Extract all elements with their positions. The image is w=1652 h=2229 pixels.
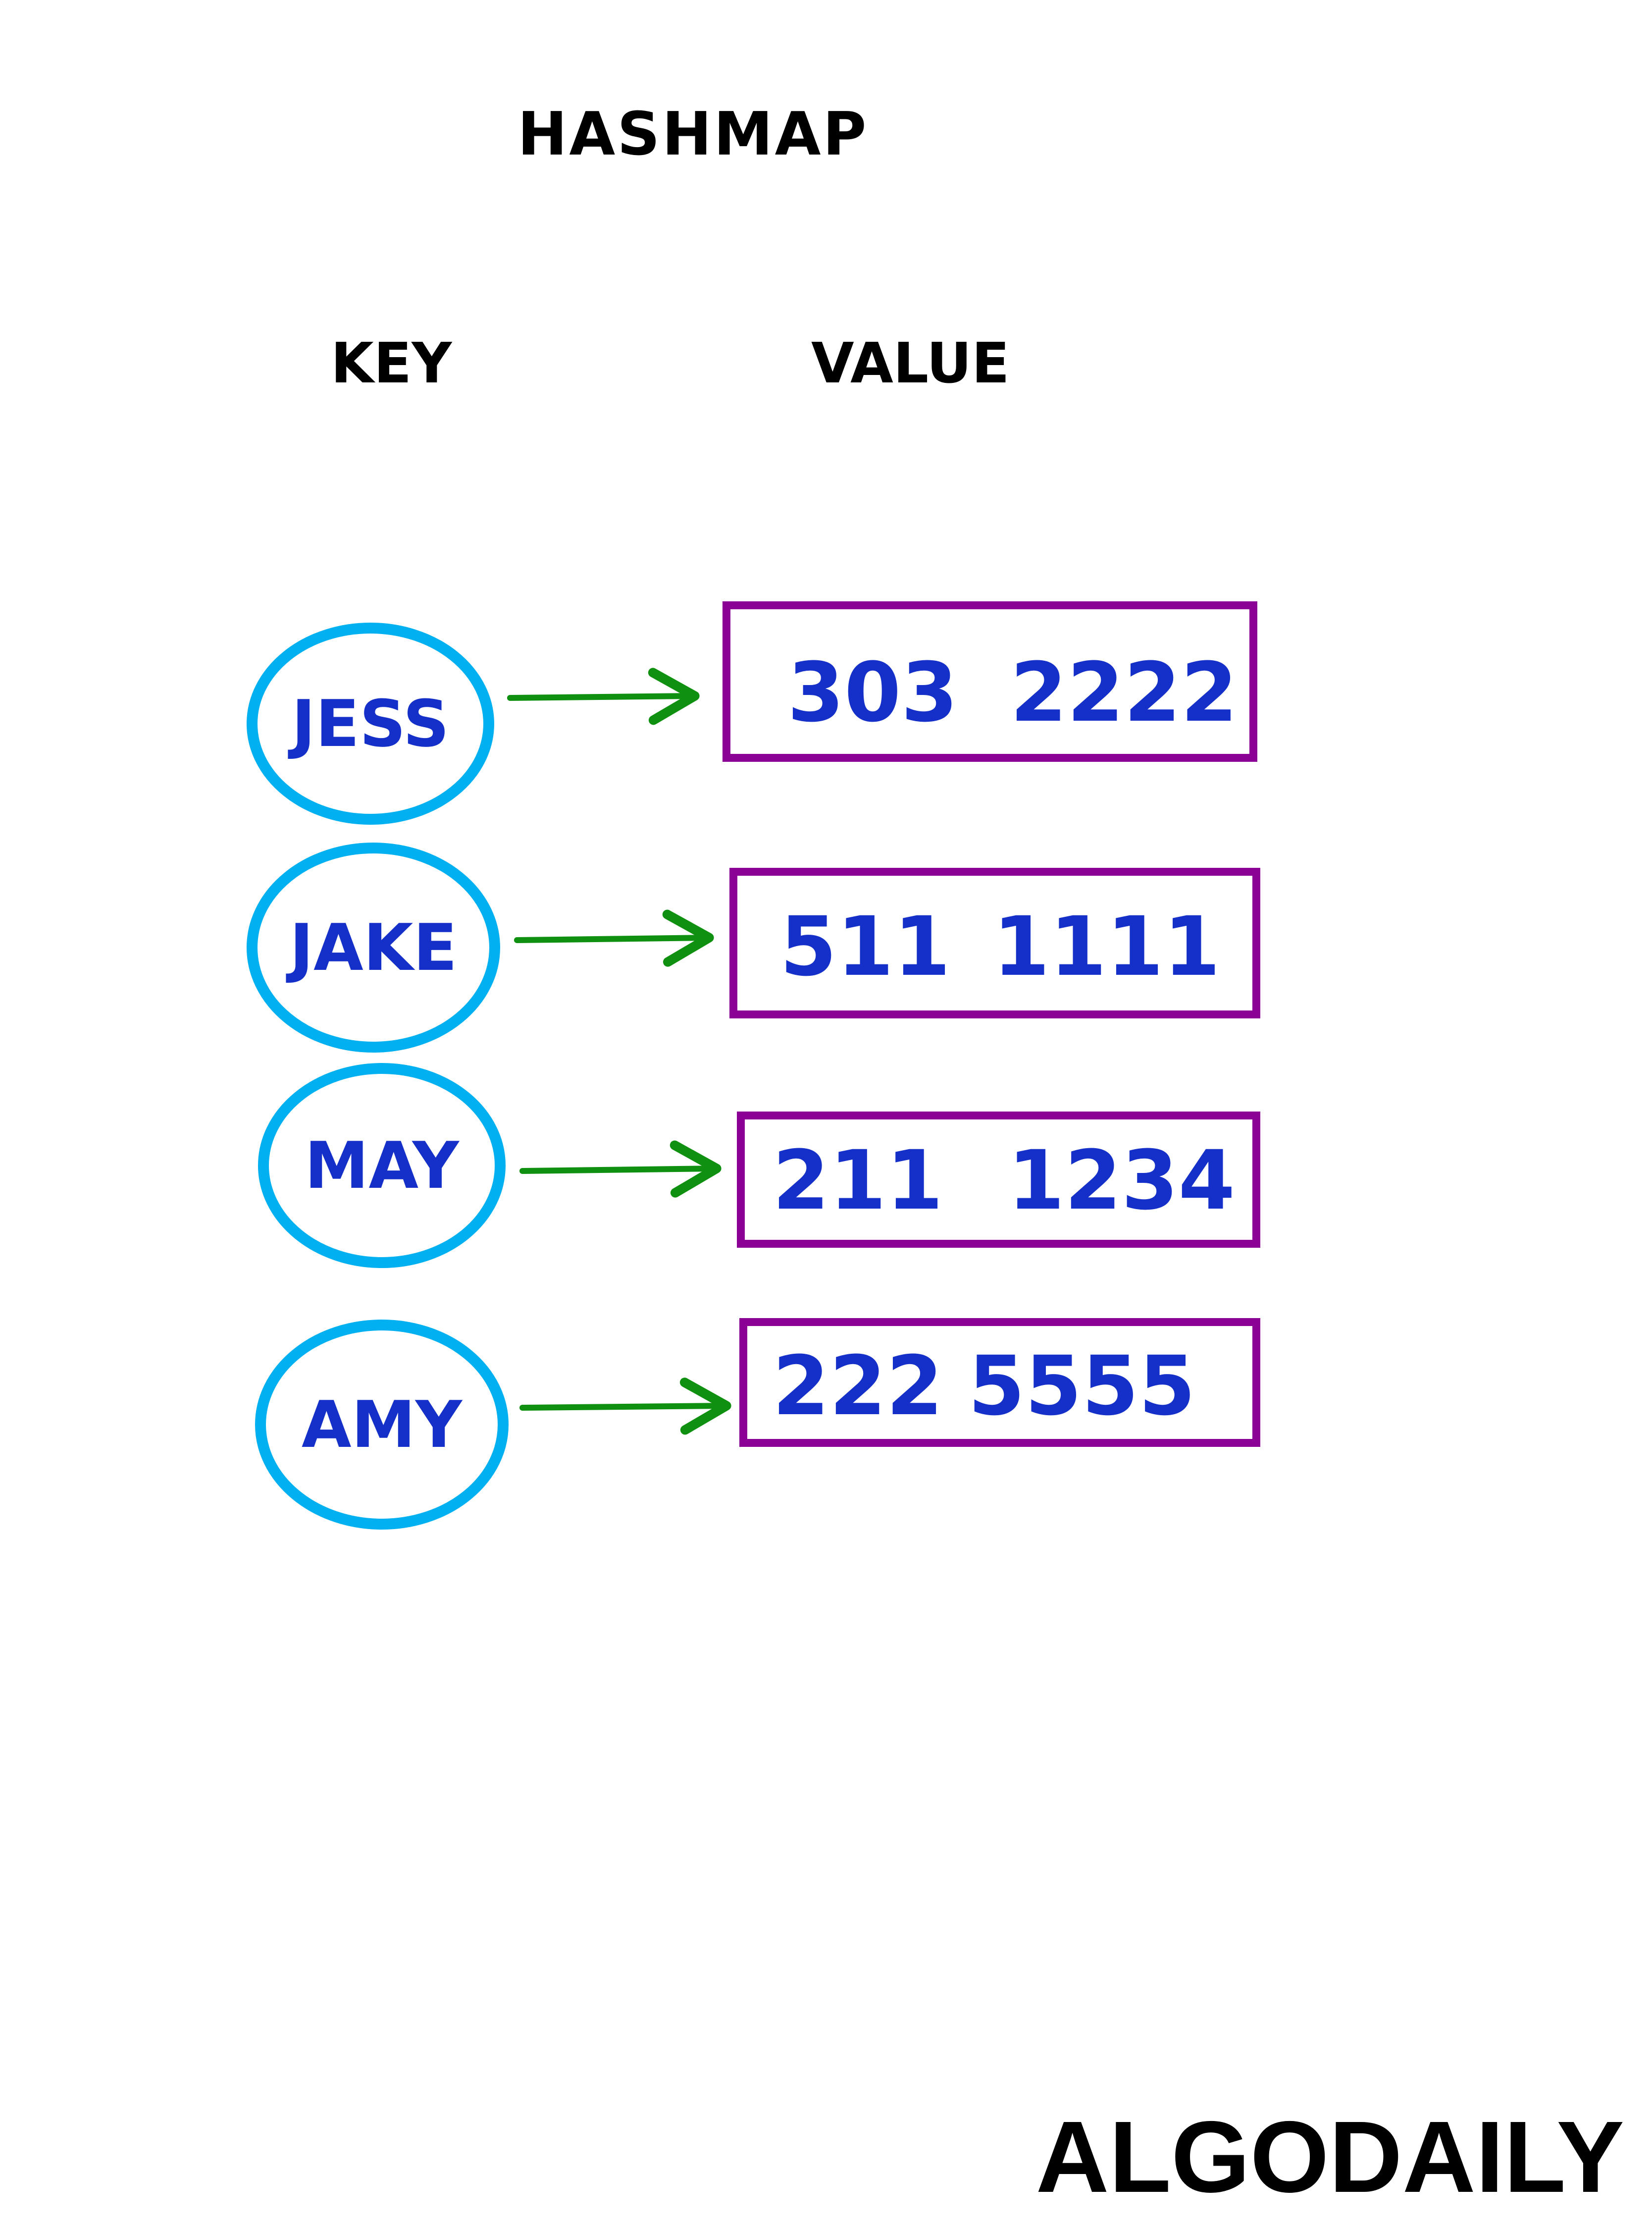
algodaily-logo: ALGODAILY (1036, 2100, 1624, 2214)
arrow-icon (519, 1378, 731, 1435)
value-number: 303 (787, 645, 958, 740)
arrow-icon (514, 909, 714, 967)
key-circle (247, 843, 500, 1053)
value-column-header: VALUE (811, 331, 1010, 396)
key-label: JESS (288, 686, 450, 761)
key-circle (247, 623, 494, 825)
value-number: 5555 (968, 1338, 1195, 1433)
hashmap-entry: MAY 211 1234 (258, 1063, 1260, 1268)
hashmap-entry: AMY 222 5555 (255, 1318, 1260, 1530)
diagram-title: HASHMAP (517, 100, 868, 169)
key-column-header: KEY (331, 331, 453, 396)
value-box (723, 601, 1257, 762)
value-number: 1234 (1008, 1133, 1235, 1228)
key-circle (258, 1063, 506, 1268)
arrow-icon (519, 1140, 722, 1198)
key-circle (255, 1320, 509, 1530)
value-number: 222 (773, 1338, 943, 1433)
key-label: AMY (302, 1387, 463, 1462)
hashmap-entry: JESS 303 2222 (247, 601, 1257, 825)
key-label: MAY (305, 1128, 460, 1203)
value-box (737, 1112, 1260, 1248)
value-number: 211 (773, 1133, 943, 1228)
value-box (739, 1318, 1260, 1447)
key-label: JAKE (286, 910, 458, 985)
value-box (729, 868, 1260, 1018)
value-number: 2222 (1010, 645, 1238, 740)
value-number: 511 (780, 899, 950, 994)
value-number: 1111 (993, 899, 1220, 994)
hashmap-entry: JAKE 511 1111 (247, 843, 1260, 1053)
arrow-icon (507, 668, 700, 725)
